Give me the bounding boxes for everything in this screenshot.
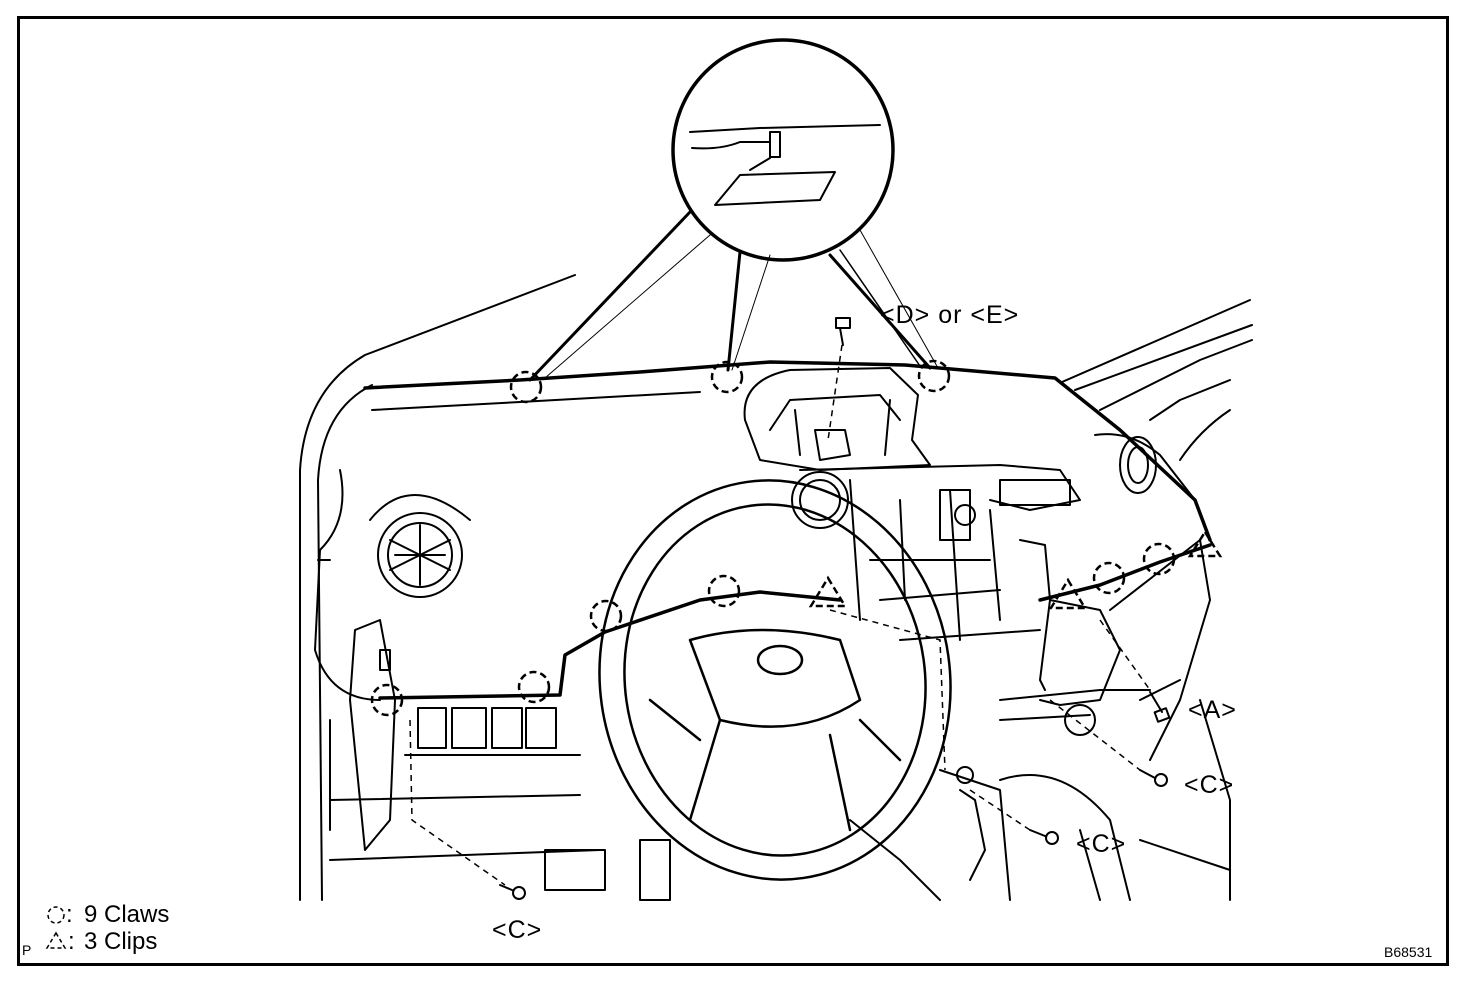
dashboard-top-edge [363, 360, 1212, 542]
detail-callout [671, 38, 895, 262]
corner-mark: P [22, 942, 32, 958]
claw-circle-icon [1142, 542, 1176, 576]
legend-claw-icon [47, 906, 65, 924]
meter-hood [743, 367, 931, 471]
callout-c-right-lower: <C> [1076, 830, 1127, 858]
legend-clips-label: 3 Clips [84, 928, 158, 955]
bolt-c-right-lower-icon [1029, 829, 1059, 845]
legend-claws-sep: : [66, 901, 73, 928]
right-vent-icon [1119, 436, 1157, 494]
a-pillar-outline [299, 274, 576, 901]
left-vent-icon [369, 494, 471, 598]
claw-circle-icon [370, 683, 404, 717]
callout-d-or-e: <D> or <E> [880, 301, 1020, 329]
claw-circle-icon [1092, 561, 1126, 595]
clip-markers [808, 529, 1223, 610]
claw-circle-icon [917, 359, 951, 393]
claw-circle-icon [710, 360, 744, 394]
figure-frame [17, 16, 1449, 966]
left-dash-face [314, 469, 381, 701]
claw-circle-icon [509, 370, 543, 404]
callout-c-left: <C> [492, 916, 543, 944]
bolt-c-right-upper-icon [1139, 769, 1168, 787]
claw-circle-icon [707, 574, 741, 608]
a-pillar-inner [317, 384, 373, 901]
claw-markers [370, 359, 1176, 717]
callout-a: <A> [1188, 696, 1237, 724]
claw-circle-icon [589, 599, 623, 633]
legend-clip-icon [45, 931, 67, 949]
legend-clips-sep: : [68, 928, 75, 955]
clip-triangle-icon [1048, 577, 1088, 610]
figure-id: B68531 [1384, 944, 1433, 960]
bolt-a-icon [1149, 691, 1171, 723]
clip-triangle-icon [1187, 529, 1223, 558]
screw-d-or-e-icon [835, 317, 851, 346]
steering-wheel-icon [598, 479, 952, 881]
claw-circle-icon [517, 670, 551, 704]
callout-c-right-upper: <C> [1184, 771, 1235, 799]
clip-triangle-icon [808, 575, 848, 608]
legend-claws-label: 9 Claws [84, 901, 170, 928]
bolt-c-left-icon [499, 884, 526, 900]
